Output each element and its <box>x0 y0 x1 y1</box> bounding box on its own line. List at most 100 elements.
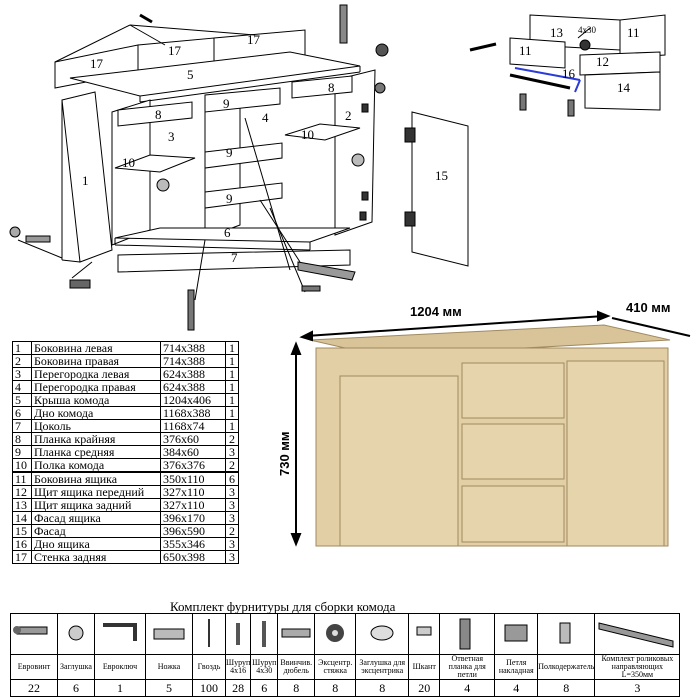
part-name: Фасад <box>31 524 161 538</box>
part-name: Планка средняя <box>31 445 161 459</box>
hardware-quantity: 28 <box>224 679 252 697</box>
hardware-quantity: 8 <box>277 679 316 697</box>
drawer-part-numbers: 13 11 11 12 16 14 4x30 <box>519 25 640 95</box>
part-number: 8 <box>12 432 32 446</box>
hardware-name: Шуруп 4x30 <box>250 654 279 680</box>
screw-4x30-icon <box>250 613 279 655</box>
part-number: 9 <box>12 445 32 459</box>
drawer-part-number: 12 <box>596 54 609 69</box>
hardware-title: Комплект фурнитуры для сборки комода <box>170 599 396 614</box>
part-number-label: 17 <box>90 56 104 71</box>
part-name: Планка крайняя <box>31 432 161 446</box>
part-name: Цоколь <box>31 419 161 433</box>
part-number: 1 <box>12 341 32 355</box>
hinge-plate-icon <box>439 613 496 655</box>
hardware-quantity: 6 <box>57 679 95 697</box>
part-name: Крыша комода <box>31 393 161 407</box>
part-size: 624x388 <box>160 380 226 394</box>
part-number-label: 1 <box>82 173 89 188</box>
part-name: Полка комода <box>31 458 161 473</box>
part-number-label: 7 <box>231 250 238 265</box>
hardware-name: Ввинчив. дюбель <box>277 654 316 680</box>
part-quantity: 3 <box>225 445 239 459</box>
part-number-label: 6 <box>224 225 231 240</box>
hardware-name: Петля накладная <box>494 654 539 680</box>
part-quantity: 1 <box>225 393 239 407</box>
hardware-name: Полкодержатель <box>537 654 596 680</box>
hardware-name: Комплект роликовых направляющих L=350мм <box>594 654 681 680</box>
part-number: 10 <box>12 458 32 473</box>
part-number: 15 <box>12 524 32 538</box>
part-quantity: 2 <box>225 524 239 538</box>
hardware-quantity: 4 <box>494 679 539 697</box>
part-size: 384x60 <box>160 445 226 459</box>
part-quantity: 6 <box>225 471 239 486</box>
part-name: Дно комода <box>31 406 161 420</box>
part-size: 327x110 <box>160 498 226 512</box>
part-size: 1168x388 <box>160 406 226 420</box>
drawer-part-number: 16 <box>562 66 576 81</box>
part-number: 5 <box>12 393 32 407</box>
cam-lock-icon <box>314 613 357 655</box>
part-number: 2 <box>12 354 32 368</box>
part-name: Перегородка правая <box>31 380 161 394</box>
part-number-label: 17 <box>247 32 261 47</box>
part-number-label: 9 <box>226 191 233 206</box>
part-size: 350x110 <box>160 471 226 486</box>
hardware-name: Заглушка для эксцентрика <box>355 654 410 680</box>
cap-icon <box>57 613 95 655</box>
part-number: 14 <box>12 511 32 525</box>
hardware-name: Евроключ <box>94 654 146 680</box>
part-number-label: 3 <box>168 129 175 144</box>
width-dimension: 1204 мм <box>410 304 462 319</box>
part-name: Щит ящика передний <box>31 485 161 499</box>
part-quantity: 1 <box>225 406 239 420</box>
part-quantity: 1 <box>225 367 239 381</box>
part-quantity: 3 <box>225 511 239 525</box>
part-quantity: 1 <box>225 341 239 355</box>
hinge-icon <box>494 613 539 655</box>
hardware-quantity: 20 <box>408 679 441 697</box>
part-size: 624x388 <box>160 367 226 381</box>
part-size: 714x388 <box>160 354 226 368</box>
hardware-name: Заглушка <box>57 654 95 680</box>
drawer-part-number: 11 <box>519 43 532 58</box>
part-number-label: 9 <box>226 145 233 160</box>
part-name: Боковина ящика <box>31 471 161 486</box>
hardware-name: Ответная планка для петли <box>439 654 496 680</box>
drawer-screw-size: 4x30 <box>578 25 597 35</box>
part-name: Перегородка левая <box>31 367 161 381</box>
part-size: 650x398 <box>160 550 226 564</box>
part-quantity: 1 <box>225 380 239 394</box>
part-name: Стенка задняя <box>31 550 161 564</box>
hardware-quantity: 1 <box>94 679 146 697</box>
part-size: 714x388 <box>160 341 226 355</box>
part-number: 6 <box>12 406 32 420</box>
part-number-label: 15 <box>435 168 448 183</box>
part-number-label: 17 <box>168 43 182 58</box>
nail-icon <box>192 613 226 655</box>
hardware-quantity: 100 <box>192 679 226 697</box>
part-number: 11 <box>12 471 32 486</box>
hardware-name: Гвоздь <box>192 654 226 680</box>
wood-dowel-icon <box>408 613 441 655</box>
part-size: 1204x406 <box>160 393 226 407</box>
height-dimension: 730 мм <box>277 431 292 476</box>
part-name: Боковина правая <box>31 354 161 368</box>
hardware-name: Шуруп 4x16 <box>224 654 252 680</box>
part-number-label: 5 <box>187 67 194 82</box>
part-number-label: 4 <box>262 110 269 125</box>
